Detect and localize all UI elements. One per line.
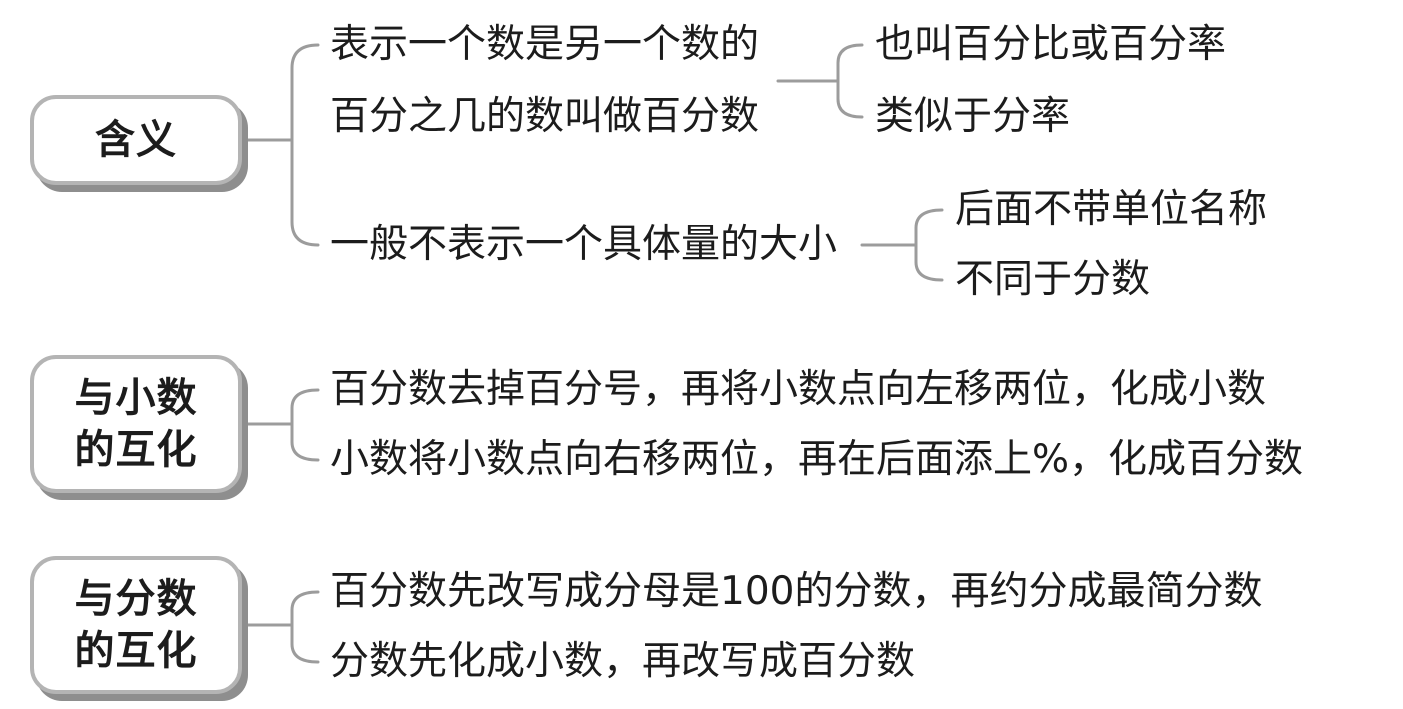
branch-text: 表示一个数是另一个数的: [330, 22, 760, 67]
bracket: [836, 43, 864, 119]
branch-text: 分数先化成小数，再改写成百分数: [330, 639, 916, 684]
leaf-text: 也叫百分比或百分率: [875, 22, 1227, 67]
branch-text: 小数将小数点向右移两位，再在后面添上%，化成百分数: [330, 437, 1304, 482]
bracket: [914, 208, 944, 282]
branch-text: 一般不表示一个具体量的大小: [330, 222, 838, 267]
node-label: 的互化: [74, 628, 198, 674]
bracket: [290, 590, 320, 664]
node-label: 的互化: [74, 427, 198, 473]
node-label: 与分数: [74, 576, 198, 622]
node-label: 含义: [95, 117, 177, 163]
bracket: [290, 43, 320, 247]
branch-text: 百分之几的数叫做百分数: [330, 94, 760, 139]
bracket: [290, 388, 320, 462]
node-box-fraction-conversion: 与分数 的互化: [30, 556, 242, 694]
branch-text: 百分数先改写成分母是100的分数，再约分成最简分数: [330, 569, 1263, 614]
leaf-text: 后面不带单位名称: [955, 187, 1268, 232]
branch-text: 百分数去掉百分号，再将小数点向左移两位，化成小数: [330, 367, 1267, 412]
node-box-decimal-conversion: 与小数 的互化: [30, 355, 242, 493]
node-box-meaning: 含义: [30, 95, 242, 185]
leaf-text: 类似于分率: [875, 94, 1071, 139]
leaf-text: 不同于分数: [955, 257, 1151, 302]
node-label: 与小数: [74, 375, 198, 421]
